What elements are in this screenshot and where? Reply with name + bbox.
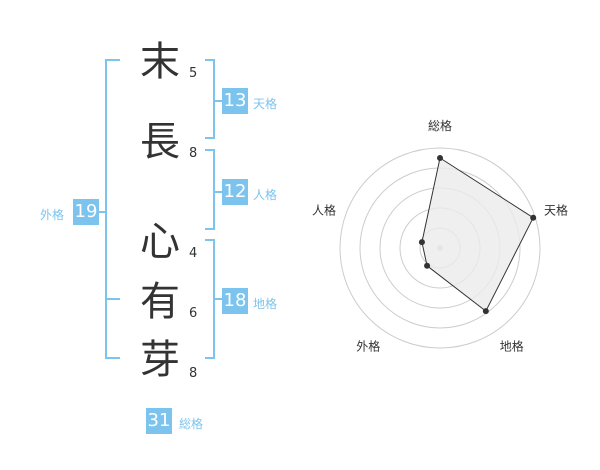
- gaikaku-value: 19: [73, 199, 99, 225]
- stroke-count-1: 5: [189, 66, 198, 81]
- radar-axis-label-4: 外格: [356, 339, 380, 354]
- name-char-4: 有: [140, 279, 180, 325]
- radar-point-3: [482, 308, 489, 315]
- radar-point-1: [437, 155, 443, 161]
- tenkaku-value: 13: [222, 88, 248, 114]
- stroke-count-3: 4: [189, 246, 198, 261]
- jinkaku-value: 12: [222, 179, 248, 205]
- chikaku-value: 18: [222, 288, 248, 314]
- soukaku-value: 31: [146, 408, 172, 434]
- radar-polygon: [421, 157, 534, 312]
- radar-axis-label-1: 総格: [428, 118, 452, 133]
- name-char-2: 長: [140, 119, 180, 165]
- stroke-count-4: 6: [189, 306, 198, 321]
- radar-point-5: [418, 239, 425, 246]
- name-char-1: 末: [140, 39, 180, 85]
- radar-axis-label-3: 地格: [500, 339, 524, 354]
- chikaku-label: 地格: [253, 297, 278, 311]
- radar-point-4: [424, 262, 431, 269]
- tenkaku-label: 天格: [253, 97, 278, 111]
- radar-ring: [339, 147, 541, 349]
- soukaku-label: 総格: [179, 417, 204, 431]
- stroke-count-5: 8: [189, 366, 198, 381]
- jinkaku-label: 人格: [253, 188, 278, 202]
- radar-axis-label-5: 人格: [312, 202, 336, 217]
- radar-axis-label-2: 天格: [544, 202, 568, 217]
- stroke-count-2: 8: [189, 146, 198, 161]
- gaikaku-label: 外格: [40, 208, 65, 222]
- name-char-5: 芽: [140, 337, 180, 383]
- radar-point-2: [530, 214, 537, 221]
- name-char-3: 心: [140, 219, 180, 265]
